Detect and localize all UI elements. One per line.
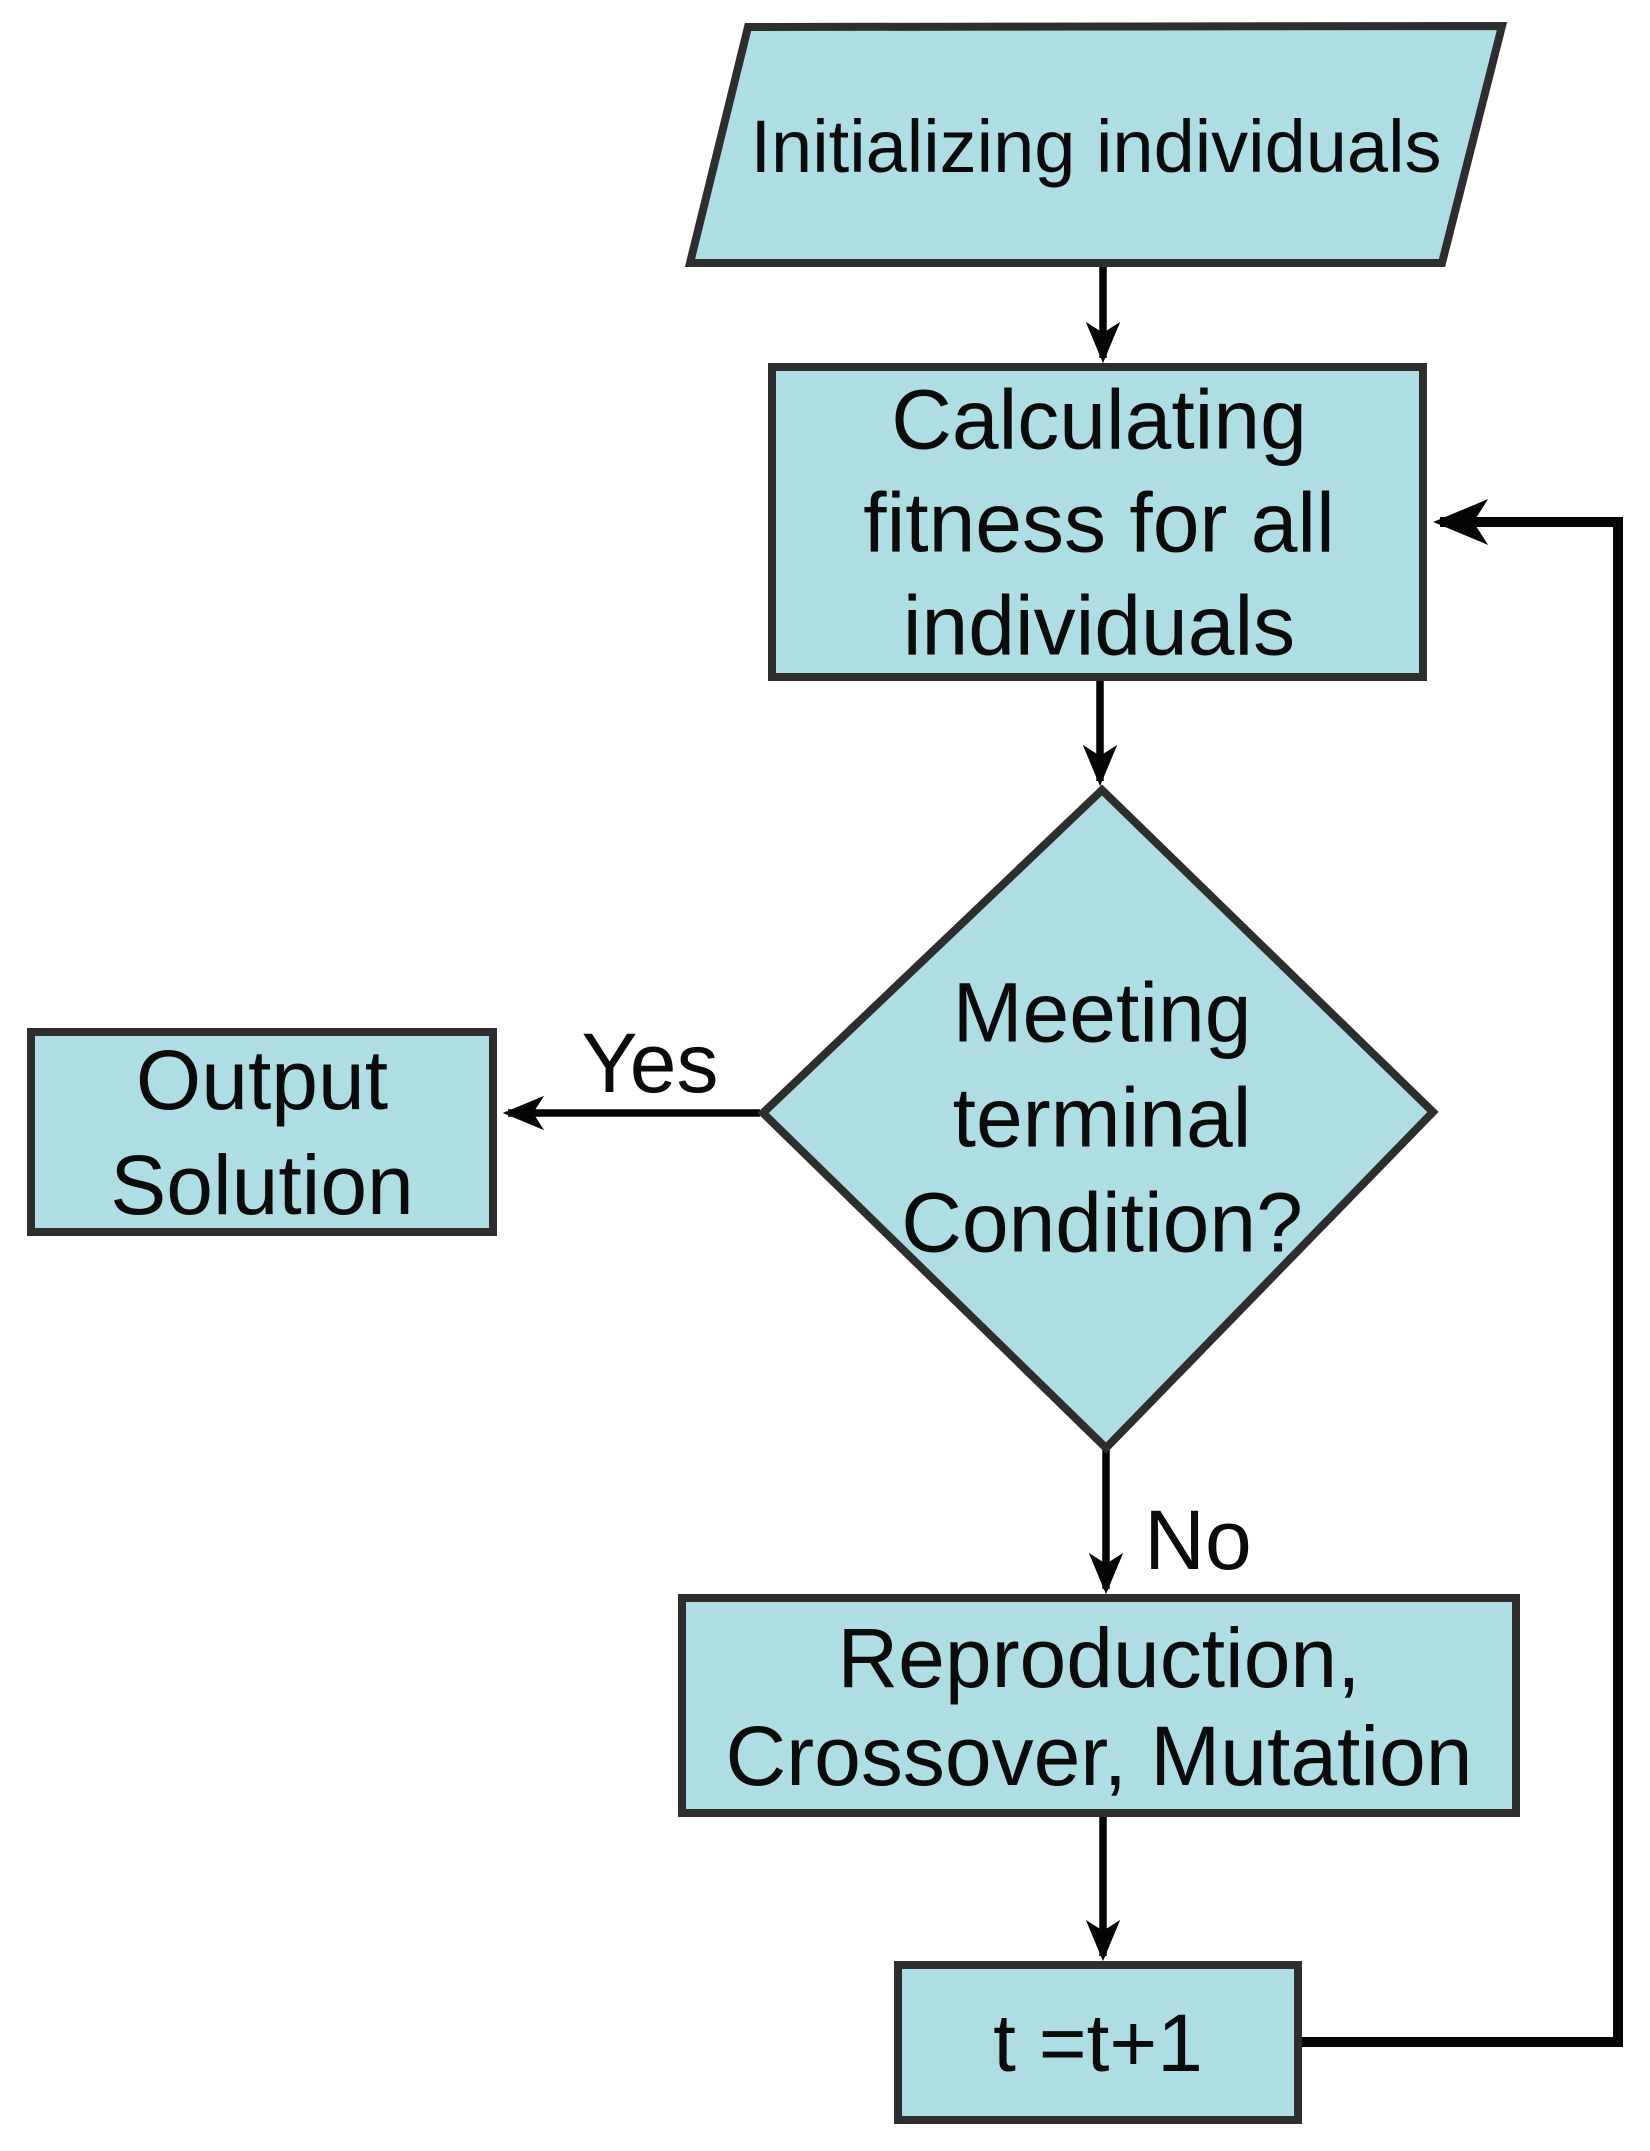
increment-label-line: t =t+1 [993, 1998, 1203, 2089]
reproduction-label-line: Reproduction, [837, 1611, 1361, 1705]
calculate-fitness-node-shape [768, 363, 1427, 681]
output-solution-node-shape [27, 1028, 497, 1236]
initialize-node-shape [684, 21, 1508, 267]
calculate-fitness-label-line: fitness for all [863, 475, 1335, 570]
terminal-condition-label-line: terminal [952, 1070, 1252, 1165]
terminal-condition-label: Meeting terminal Condition? [901, 961, 1303, 1276]
calculate-fitness-label: Calculating fitness for all individuals [863, 369, 1335, 678]
reproduction-node-shape [678, 1594, 1520, 1817]
terminal-condition-label-line: Condition? [901, 1175, 1303, 1270]
increment-node-shape [894, 1961, 1302, 2124]
calculate-fitness-label-line: individuals [902, 578, 1296, 673]
calculate-fitness-label-line: Calculating [891, 372, 1307, 467]
terminal-condition-node-shape [757, 784, 1439, 1454]
output-solution-label: Output Solution [110, 1028, 414, 1238]
no-edge-label: No [1144, 1493, 1252, 1587]
arrow-loop-increment-to-calculate [1298, 499, 1623, 2047]
output-solution-label-line: Solution [110, 1138, 414, 1232]
initialize-label: Initializing individuals [750, 101, 1441, 193]
initialize-label-line: Initializing individuals [750, 105, 1442, 188]
terminal-condition-label-line: Meeting [952, 965, 1252, 1060]
reproduction-label-line: Crossover, Mutation [725, 1709, 1473, 1803]
output-solution-label-line: Output [135, 1033, 389, 1127]
increment-label: t =t+1 [993, 1999, 1203, 2089]
reproduction-label: Reproduction, Crossover, Mutation [726, 1609, 1473, 1805]
yes-edge-label: Yes [581, 1016, 719, 1110]
